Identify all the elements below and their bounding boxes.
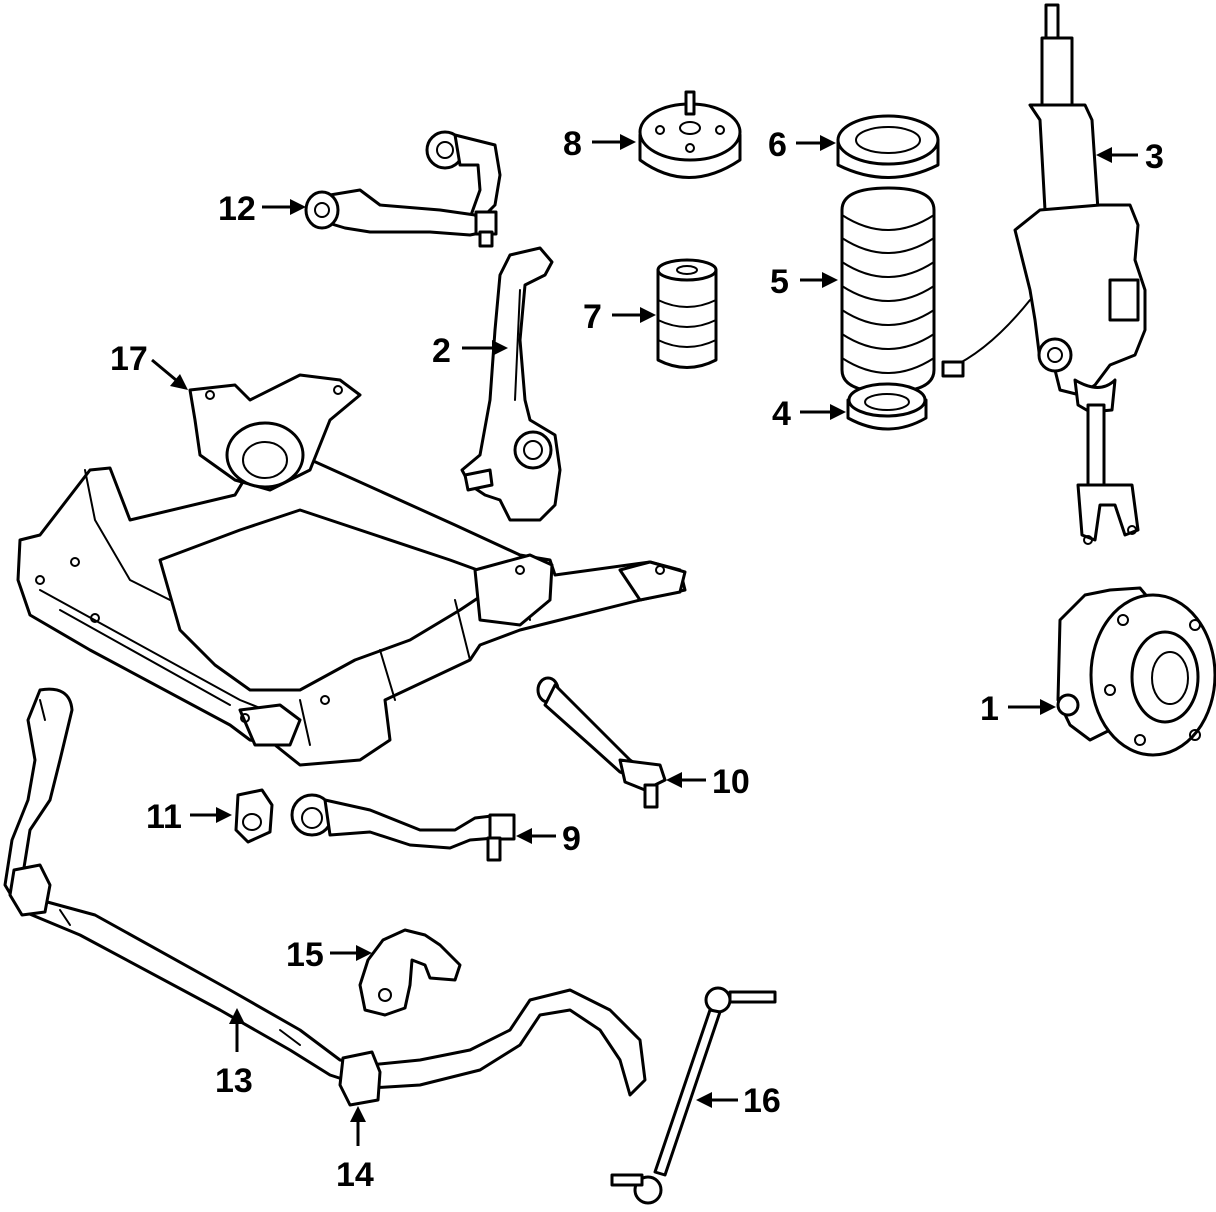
callout-6: 6: [768, 126, 787, 164]
callout-2: 2: [432, 332, 451, 370]
part-coil-spring: [840, 186, 936, 394]
part-wheel-hub: [1056, 586, 1216, 757]
part-upper-spring-seat: [836, 114, 940, 179]
callout-5: 5: [770, 263, 789, 301]
callout-17: 17: [110, 340, 148, 378]
callout-15: 15: [286, 936, 324, 974]
part-lower-control-arm-rear: [290, 793, 516, 862]
part-strut-mount: [638, 90, 742, 179]
part-stabilizer-bushing-bar: [8, 863, 382, 1107]
callout-11: 11: [146, 798, 182, 836]
callout-7: 7: [583, 298, 602, 336]
callout-4: 4: [772, 395, 791, 433]
part-subframe: [16, 373, 687, 767]
callout-3: 3: [1145, 138, 1164, 176]
part-stabilizer-bracket: [358, 928, 462, 1017]
part-stabilizer-bar: [3, 687, 647, 1097]
part-bushing: [234, 788, 274, 844]
part-strut-assembly: [941, 3, 1147, 545]
callout-1: 1: [980, 690, 999, 728]
callout-labels: 1 2 3 4 5 6 7 8 9 10 11 12 13 14 15 16 1…: [110, 125, 1164, 1194]
callout-16: 16: [743, 1082, 781, 1120]
part-bump-stop: [656, 258, 718, 369]
callout-12: 12: [218, 190, 256, 228]
part-lower-spring-seat: [846, 382, 928, 431]
callout-14: 14: [336, 1156, 374, 1194]
part-stabilizer-link: [610, 986, 777, 1205]
callout-13: 13: [215, 1062, 253, 1100]
part-steering-knuckle: [460, 246, 562, 522]
callout-8: 8: [563, 125, 582, 163]
part-lower-control-arm-front: [536, 676, 667, 809]
callout-10: 10: [712, 763, 750, 801]
callout-arrows: [151, 134, 1138, 1146]
callout-9: 9: [562, 820, 581, 858]
part-upper-control-arm: [304, 130, 502, 248]
